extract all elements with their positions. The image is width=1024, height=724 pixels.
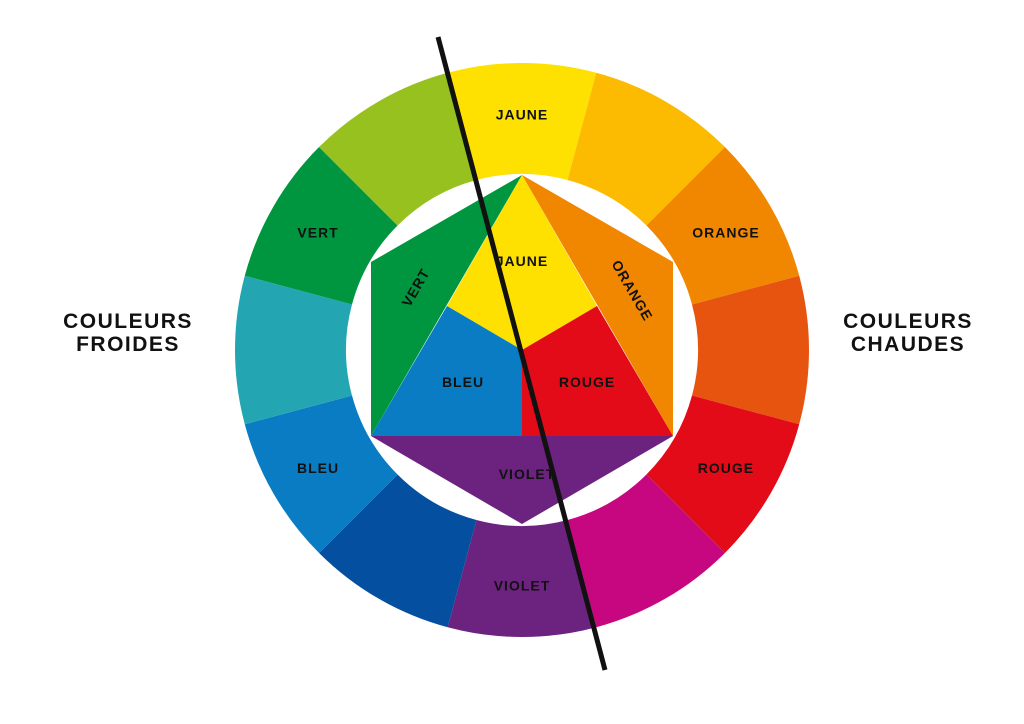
ring-label-orange: ORANGE bbox=[692, 224, 759, 240]
ring-segment-orange bbox=[646, 147, 800, 305]
warm-label-line1: COULEURS bbox=[843, 310, 973, 333]
warm-label-line2: CHAUDES bbox=[851, 333, 965, 356]
ring-segment-jaune bbox=[447, 63, 597, 180]
outer-ring bbox=[234, 63, 809, 637]
ring-segment-jaune-vert bbox=[319, 72, 477, 226]
ring-segment-violet bbox=[447, 520, 597, 637]
ring-segment-bleu-vert bbox=[234, 275, 352, 425]
ring-segment-bleu bbox=[244, 395, 398, 553]
ring-label-rouge: ROUGE bbox=[698, 460, 754, 476]
primary-jaune-triangle bbox=[447, 175, 597, 350]
ring-label-vert: VERT bbox=[297, 224, 338, 240]
ring-label-violet: VIOLET bbox=[494, 578, 551, 594]
cold-label-line1: COULEURS bbox=[63, 310, 193, 333]
inner-label-jaune: JAUNE bbox=[496, 253, 548, 269]
ring-segment-jaune-orange bbox=[567, 72, 725, 226]
ring-segment-rouge-violet bbox=[567, 474, 725, 628]
inner-label-violet: VIOLET bbox=[499, 466, 556, 482]
ring-segment-rouge bbox=[646, 395, 800, 553]
ring-label-bleu: BLEU bbox=[297, 460, 339, 476]
inner-label-rouge: ROUGE bbox=[559, 374, 615, 390]
ring-segment-rouge-orange bbox=[692, 275, 809, 425]
cold-label-line2: FROIDES bbox=[76, 333, 180, 356]
ring-label-jaune: JAUNE bbox=[496, 107, 548, 123]
ring-segment-vert bbox=[244, 147, 398, 305]
inner-label-bleu: BLEU bbox=[442, 374, 484, 390]
warm-cold-divider-line bbox=[435, 36, 608, 671]
primary-rouge-triangle bbox=[522, 306, 673, 436]
primary-bleu-triangle bbox=[371, 306, 522, 436]
ring-segment-bleu-violet bbox=[319, 474, 477, 628]
secondary-violet-triangle bbox=[371, 436, 673, 524]
inner-hexagon bbox=[371, 175, 673, 524]
secondary-orange-triangle bbox=[522, 175, 673, 436]
ring-labels: JAUNE ORANGE ROUGE VIOLET BLEU VERT bbox=[297, 107, 759, 594]
secondary-vert-triangle bbox=[371, 175, 522, 436]
